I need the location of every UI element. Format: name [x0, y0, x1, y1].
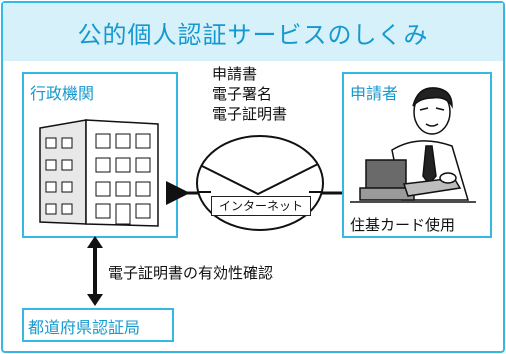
- network-label: インターネット: [211, 196, 311, 216]
- document-item: 電子署名: [212, 85, 273, 103]
- diagram-title: 公的個人認証サービスのしくみ: [77, 21, 429, 49]
- prefecture-box: [22, 308, 174, 342]
- document-item: 申請書: [212, 65, 258, 83]
- applicant-label: 申請者: [350, 84, 399, 103]
- document-list: 申請書 電子署名 電子証明書: [212, 64, 312, 124]
- building-icon: [39, 119, 159, 227]
- applicant-caption: 住基カード使用: [350, 216, 456, 234]
- person-computer-icon: [350, 87, 476, 203]
- government-label: 行政機関: [30, 84, 95, 103]
- title-bar: 公的個人認証サービスのしくみ: [3, 3, 503, 61]
- verification-label: 電子証明書の有効性確認: [108, 264, 274, 282]
- prefecture-label: 都道府県認証局: [28, 318, 141, 337]
- verification-arrow: [87, 236, 103, 306]
- document-item: 電子証明書: [212, 105, 288, 123]
